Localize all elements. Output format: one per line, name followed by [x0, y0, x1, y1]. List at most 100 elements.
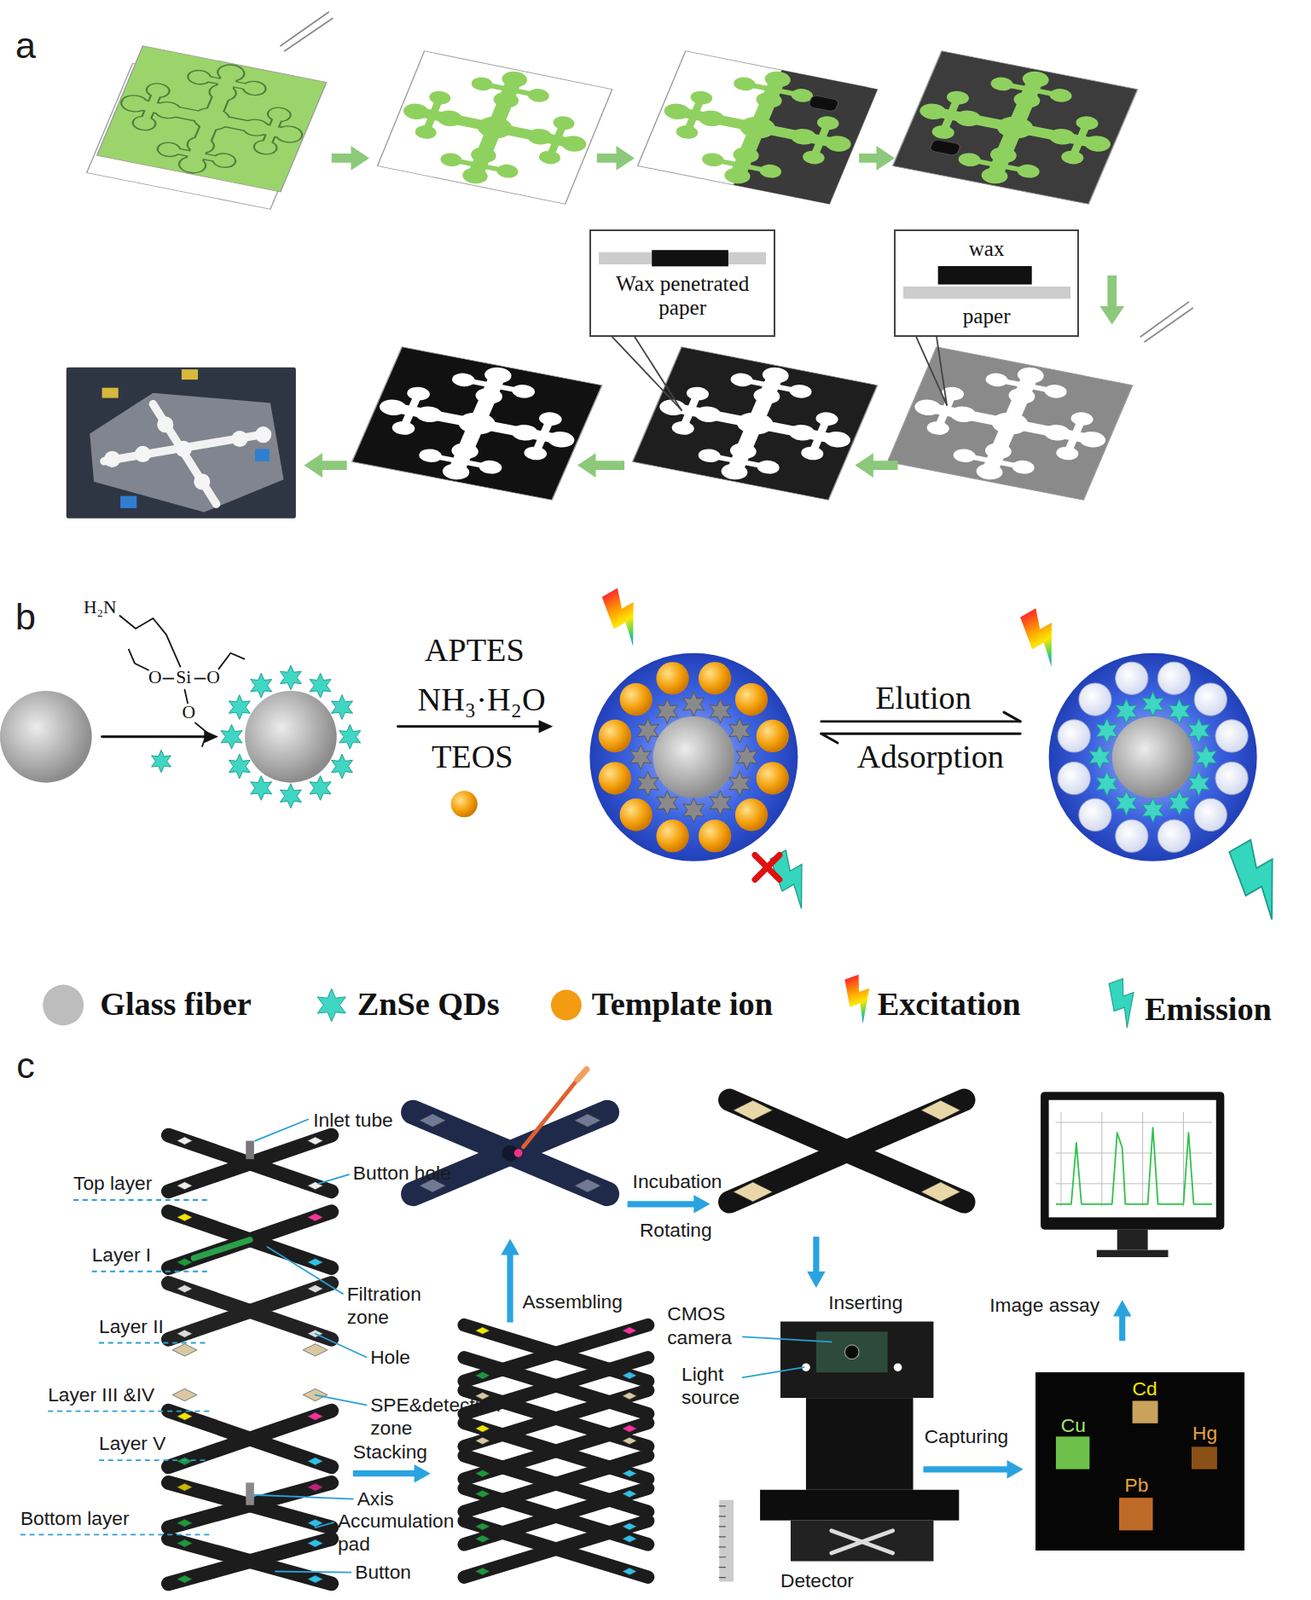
pad — [176, 1575, 192, 1584]
detection-zone — [1073, 114, 1102, 132]
tweezers — [280, 11, 329, 46]
detection-zone — [821, 429, 853, 450]
part-label: Elution — [875, 678, 972, 719]
detection-zone — [1046, 127, 1079, 147]
detector-stage — [790, 1520, 934, 1562]
paper-sheet — [377, 51, 613, 204]
channel — [925, 402, 1095, 444]
pad — [176, 1329, 192, 1338]
step-arrow — [806, 1236, 826, 1288]
detection-zone — [434, 108, 465, 128]
equilibrium-arrow — [821, 733, 838, 743]
detection-zone — [412, 123, 439, 141]
zone-outline — [188, 104, 235, 134]
detection-zone — [753, 90, 785, 111]
excitation-bolt — [597, 584, 653, 650]
detection-zone — [152, 100, 183, 120]
pad — [176, 1136, 192, 1145]
part-label: Adsorption — [857, 737, 1004, 778]
photo-zone — [156, 416, 174, 433]
quantum-dot-star — [279, 783, 302, 809]
leader-line — [315, 1395, 367, 1406]
step-arrow — [353, 1464, 431, 1484]
process-arrow — [597, 145, 635, 171]
channel — [390, 402, 563, 444]
imprinted-cavity — [1078, 683, 1112, 716]
pad — [622, 1535, 638, 1543]
detection-zone — [973, 461, 1005, 482]
imprinted-cavity — [1215, 761, 1248, 795]
part-label: Inlet tube — [313, 1108, 393, 1132]
step-arrow — [627, 1194, 711, 1214]
layer-arm — [168, 1538, 331, 1584]
detection-zone — [983, 371, 1011, 389]
layer-arm — [168, 1212, 331, 1269]
part-label: APTES — [424, 631, 525, 671]
quantum-dot-star — [709, 790, 731, 816]
reaction-arrow — [102, 735, 210, 738]
callout-text: paper — [962, 304, 1011, 330]
imprinted-cavity — [1157, 661, 1190, 695]
pad — [307, 1213, 324, 1222]
detection-zone — [240, 118, 271, 138]
bolt-shape — [597, 584, 653, 650]
spot-tile — [1055, 1436, 1090, 1469]
tweezers — [284, 18, 333, 52]
pad — [176, 1519, 192, 1527]
detection-zone — [156, 141, 182, 158]
detection-zone — [508, 423, 541, 443]
pad — [172, 1388, 198, 1401]
pad — [475, 1437, 490, 1445]
detection-zone — [987, 145, 1020, 165]
bolt-shape — [1223, 835, 1300, 925]
pad — [574, 1113, 601, 1128]
paper-sheet — [632, 347, 878, 500]
detection-zone — [951, 446, 979, 465]
pad — [307, 1539, 324, 1548]
detection-zone — [761, 69, 794, 89]
detection-zone — [1047, 87, 1075, 105]
bolt-shape — [840, 972, 880, 1027]
pad — [475, 1327, 490, 1335]
binder-clip — [181, 369, 198, 380]
quantum-dot-star — [1096, 771, 1118, 797]
sheet-ground — [887, 347, 1133, 500]
pad — [307, 1457, 324, 1466]
legend-text: Excitation — [877, 985, 1021, 1025]
pad — [307, 1285, 324, 1294]
detection-zone — [449, 371, 477, 389]
template-ion — [735, 798, 768, 831]
layer-arm — [729, 1100, 964, 1203]
step-arrow — [1113, 1299, 1132, 1341]
monitor — [1040, 1091, 1224, 1230]
quantum-dot-star — [637, 718, 659, 743]
bond-line — [162, 678, 174, 680]
detection-zone — [786, 423, 818, 443]
element-label: Hg — [1192, 1421, 1218, 1445]
detection-zone — [1068, 410, 1097, 428]
detection-zone — [787, 382, 815, 401]
callout-text: wax — [968, 237, 1005, 262]
part-label: Si — [175, 667, 192, 690]
sheet-ground — [377, 51, 613, 204]
detection-zone — [1015, 365, 1047, 385]
part-label: Layer II — [98, 1315, 164, 1339]
pad — [475, 1490, 490, 1497]
imprinted-cavity — [1078, 798, 1112, 831]
detection-zone — [759, 365, 792, 385]
detection-zone — [252, 139, 279, 156]
ruler — [719, 1500, 734, 1583]
legend-text: Template ion — [591, 985, 773, 1025]
quantum-dot-star — [729, 718, 751, 743]
detection-zone — [498, 69, 530, 89]
callout-pointer — [634, 336, 682, 411]
sheet-ground — [352, 347, 603, 500]
detection-zone — [987, 409, 1033, 437]
part-label: CMOS camera — [667, 1302, 749, 1350]
part-label: Top layer — [73, 1171, 152, 1195]
detection-zone — [924, 419, 952, 437]
quantum-dot-star — [736, 744, 758, 770]
sheet-ground — [893, 51, 1138, 204]
pad — [307, 1136, 324, 1145]
template-ion — [620, 683, 653, 716]
